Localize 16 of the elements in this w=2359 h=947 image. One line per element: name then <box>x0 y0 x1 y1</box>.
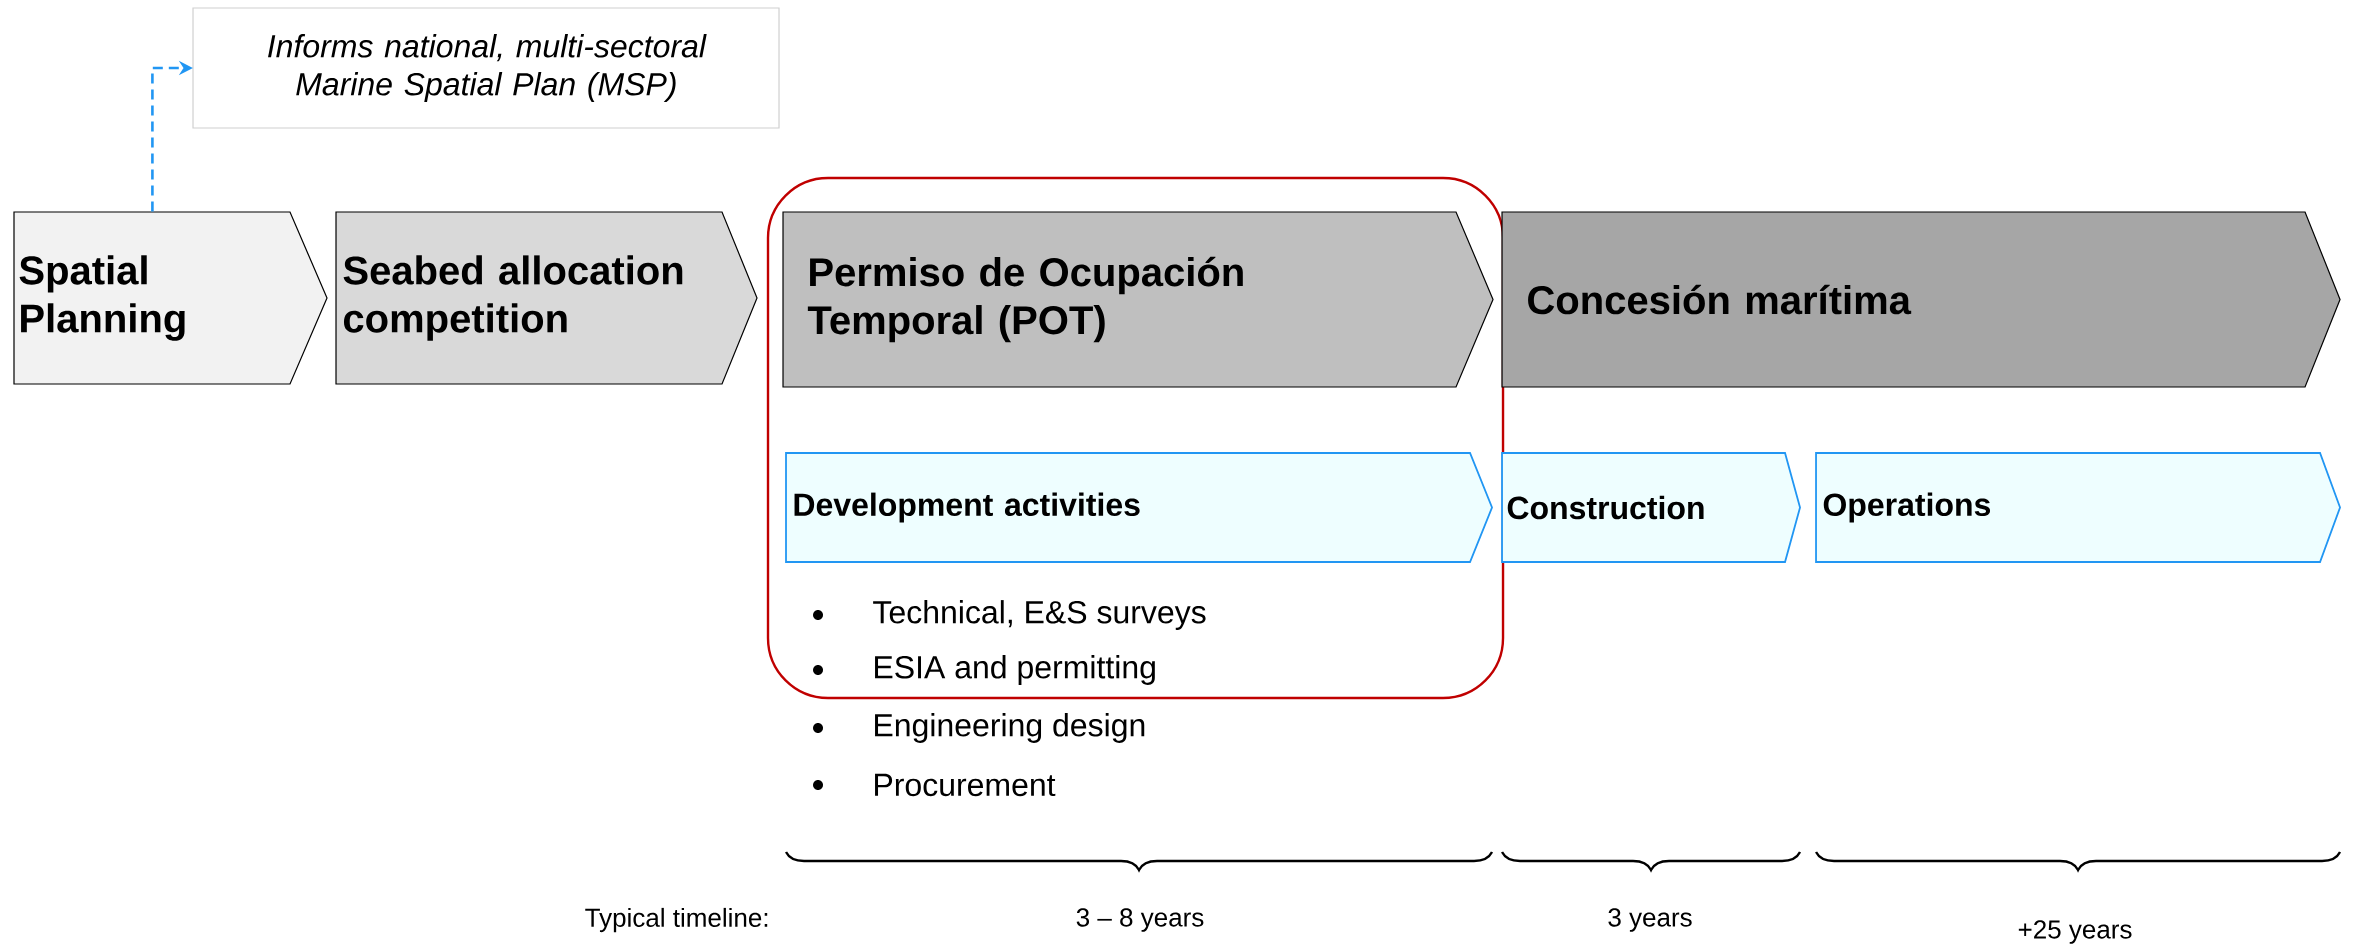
phase-banner: Construction <box>1501 452 1801 563</box>
note-box: Informs national, multi-sectoral Marine Spatial Plan (MSP) <box>192 7 780 129</box>
duration-label: 3 – 8 years <box>1076 908 1204 932</box>
timeline-label: Typical timeline: <box>585 907 768 933</box>
duration-label: +25 years <box>2018 920 2132 944</box>
phase-banner: Seabed allocation competition <box>335 211 758 385</box>
phase-banner: Concesión marítima <box>1501 211 2341 388</box>
bullet-item: Procurement <box>875 773 1056 797</box>
phase-banner: Spatial Planning <box>13 211 328 385</box>
bullet-item: ESIA and permitting <box>875 655 1155 685</box>
bullet-item: Technical, E&S surveys <box>873 600 1206 630</box>
phase-banner: Permiso de Ocupación Temporal (POT) <box>782 211 1494 388</box>
bullet-item: Engineering design <box>875 713 1145 743</box>
phase-banner: Development activities <box>785 452 1493 563</box>
phase-banner: Operations <box>1815 452 2341 563</box>
duration-label: 3 years <box>1608 908 1692 932</box>
